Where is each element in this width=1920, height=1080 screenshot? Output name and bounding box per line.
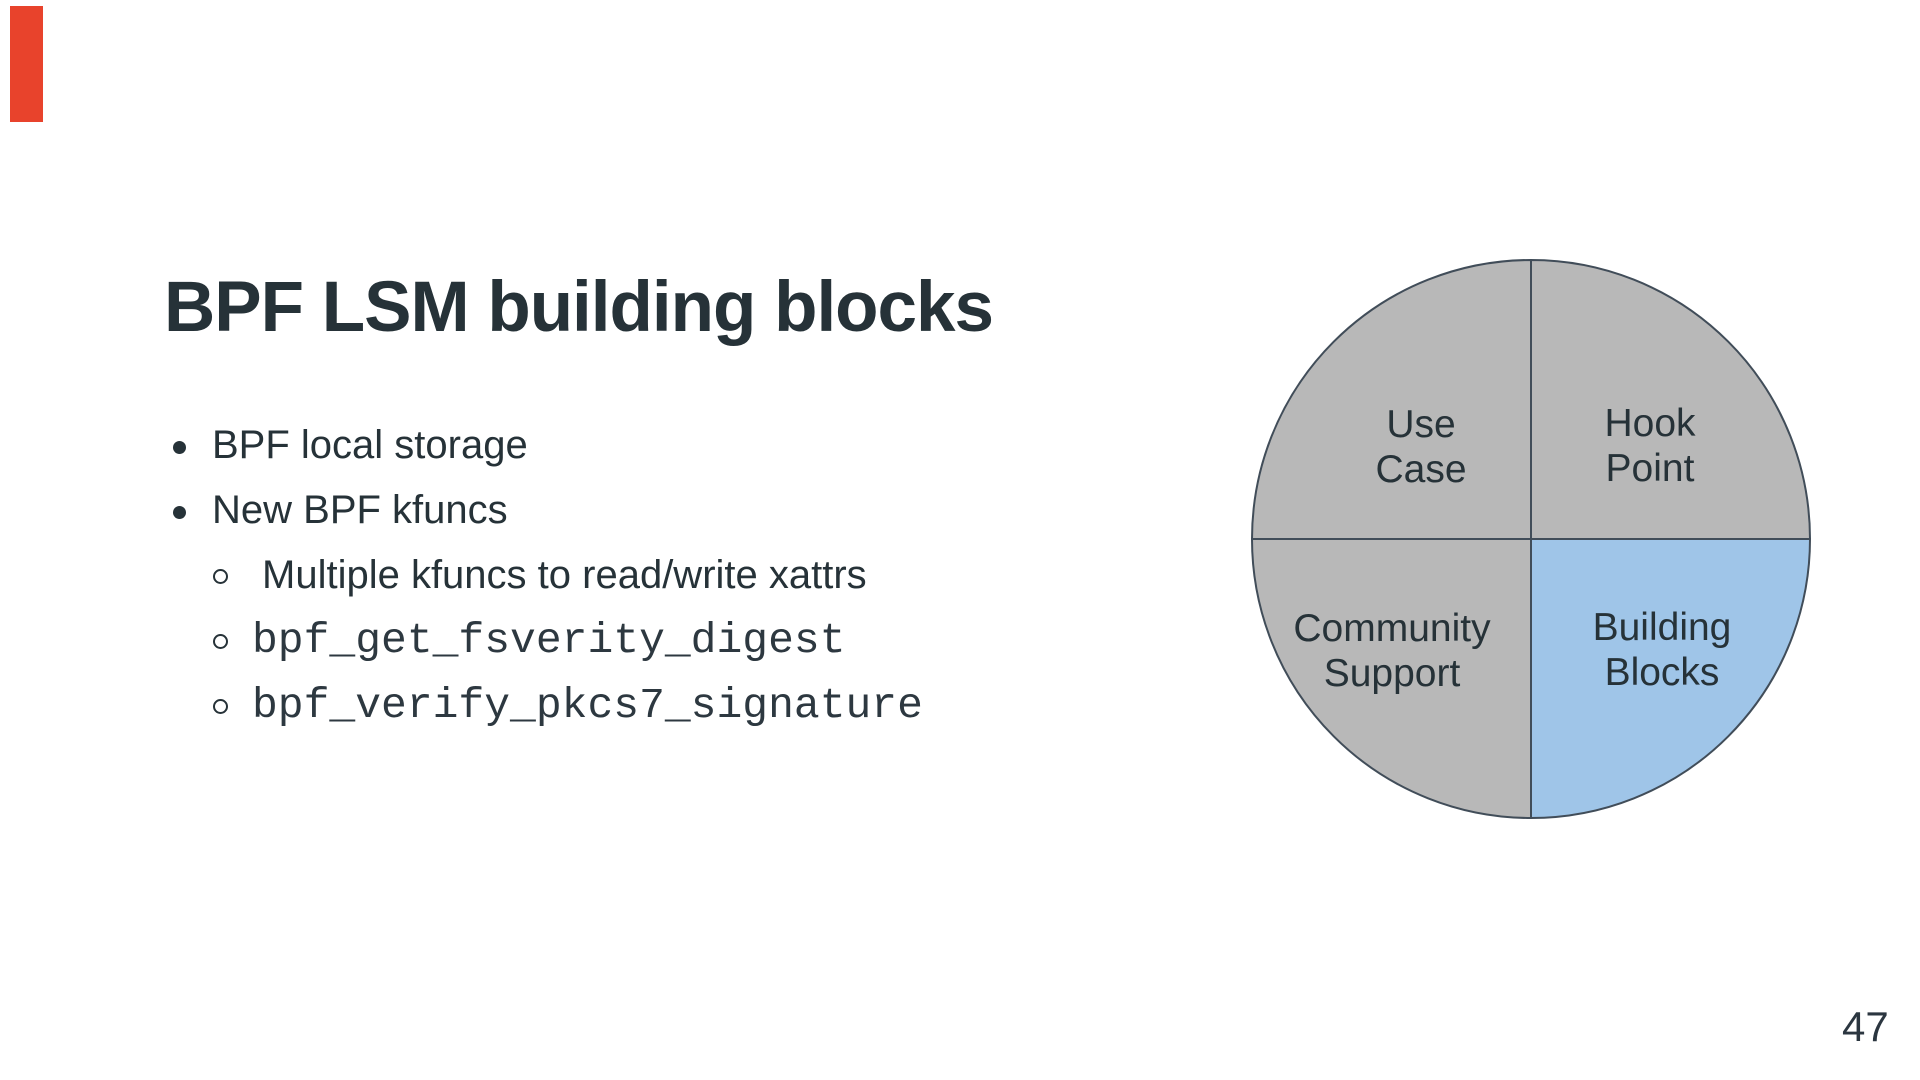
slide-title: BPF LSM building blocks [164,268,994,347]
quadrant-community-support [1251,538,1532,819]
page-number: 47 [1842,1003,1889,1050]
bullet-circle-icon [213,634,228,649]
list-item-code: bpf_verify_pkcs7_signature [252,681,923,730]
list-item: New BPF kfuncs [212,488,508,532]
quadrant-building-blocks [1530,538,1811,819]
quadrant-hook-point [1530,259,1811,540]
red-annotation-marker [10,6,43,122]
bullet-circle-icon [213,699,228,714]
quadrant-label-community-support: Community Support [1293,607,1491,695]
list-item: BPF local storage [212,423,528,467]
bullet-dot-icon [173,441,186,454]
quadrant-label-hook-point: Hook Point [1604,402,1696,490]
list-item-code: bpf_get_fsverity_digest [252,616,846,665]
quadrant-label-building-blocks: Building Blocks [1592,606,1732,694]
bullet-dot-icon [173,506,186,519]
quadrant-use-case [1251,259,1532,540]
quadrant-label-use-case: Use Case [1375,403,1467,491]
bullet-circle-icon [213,569,228,584]
quadrant-circle-diagram [1251,259,1811,819]
list-item: Multiple kfuncs to read/write xattrs [262,553,867,597]
